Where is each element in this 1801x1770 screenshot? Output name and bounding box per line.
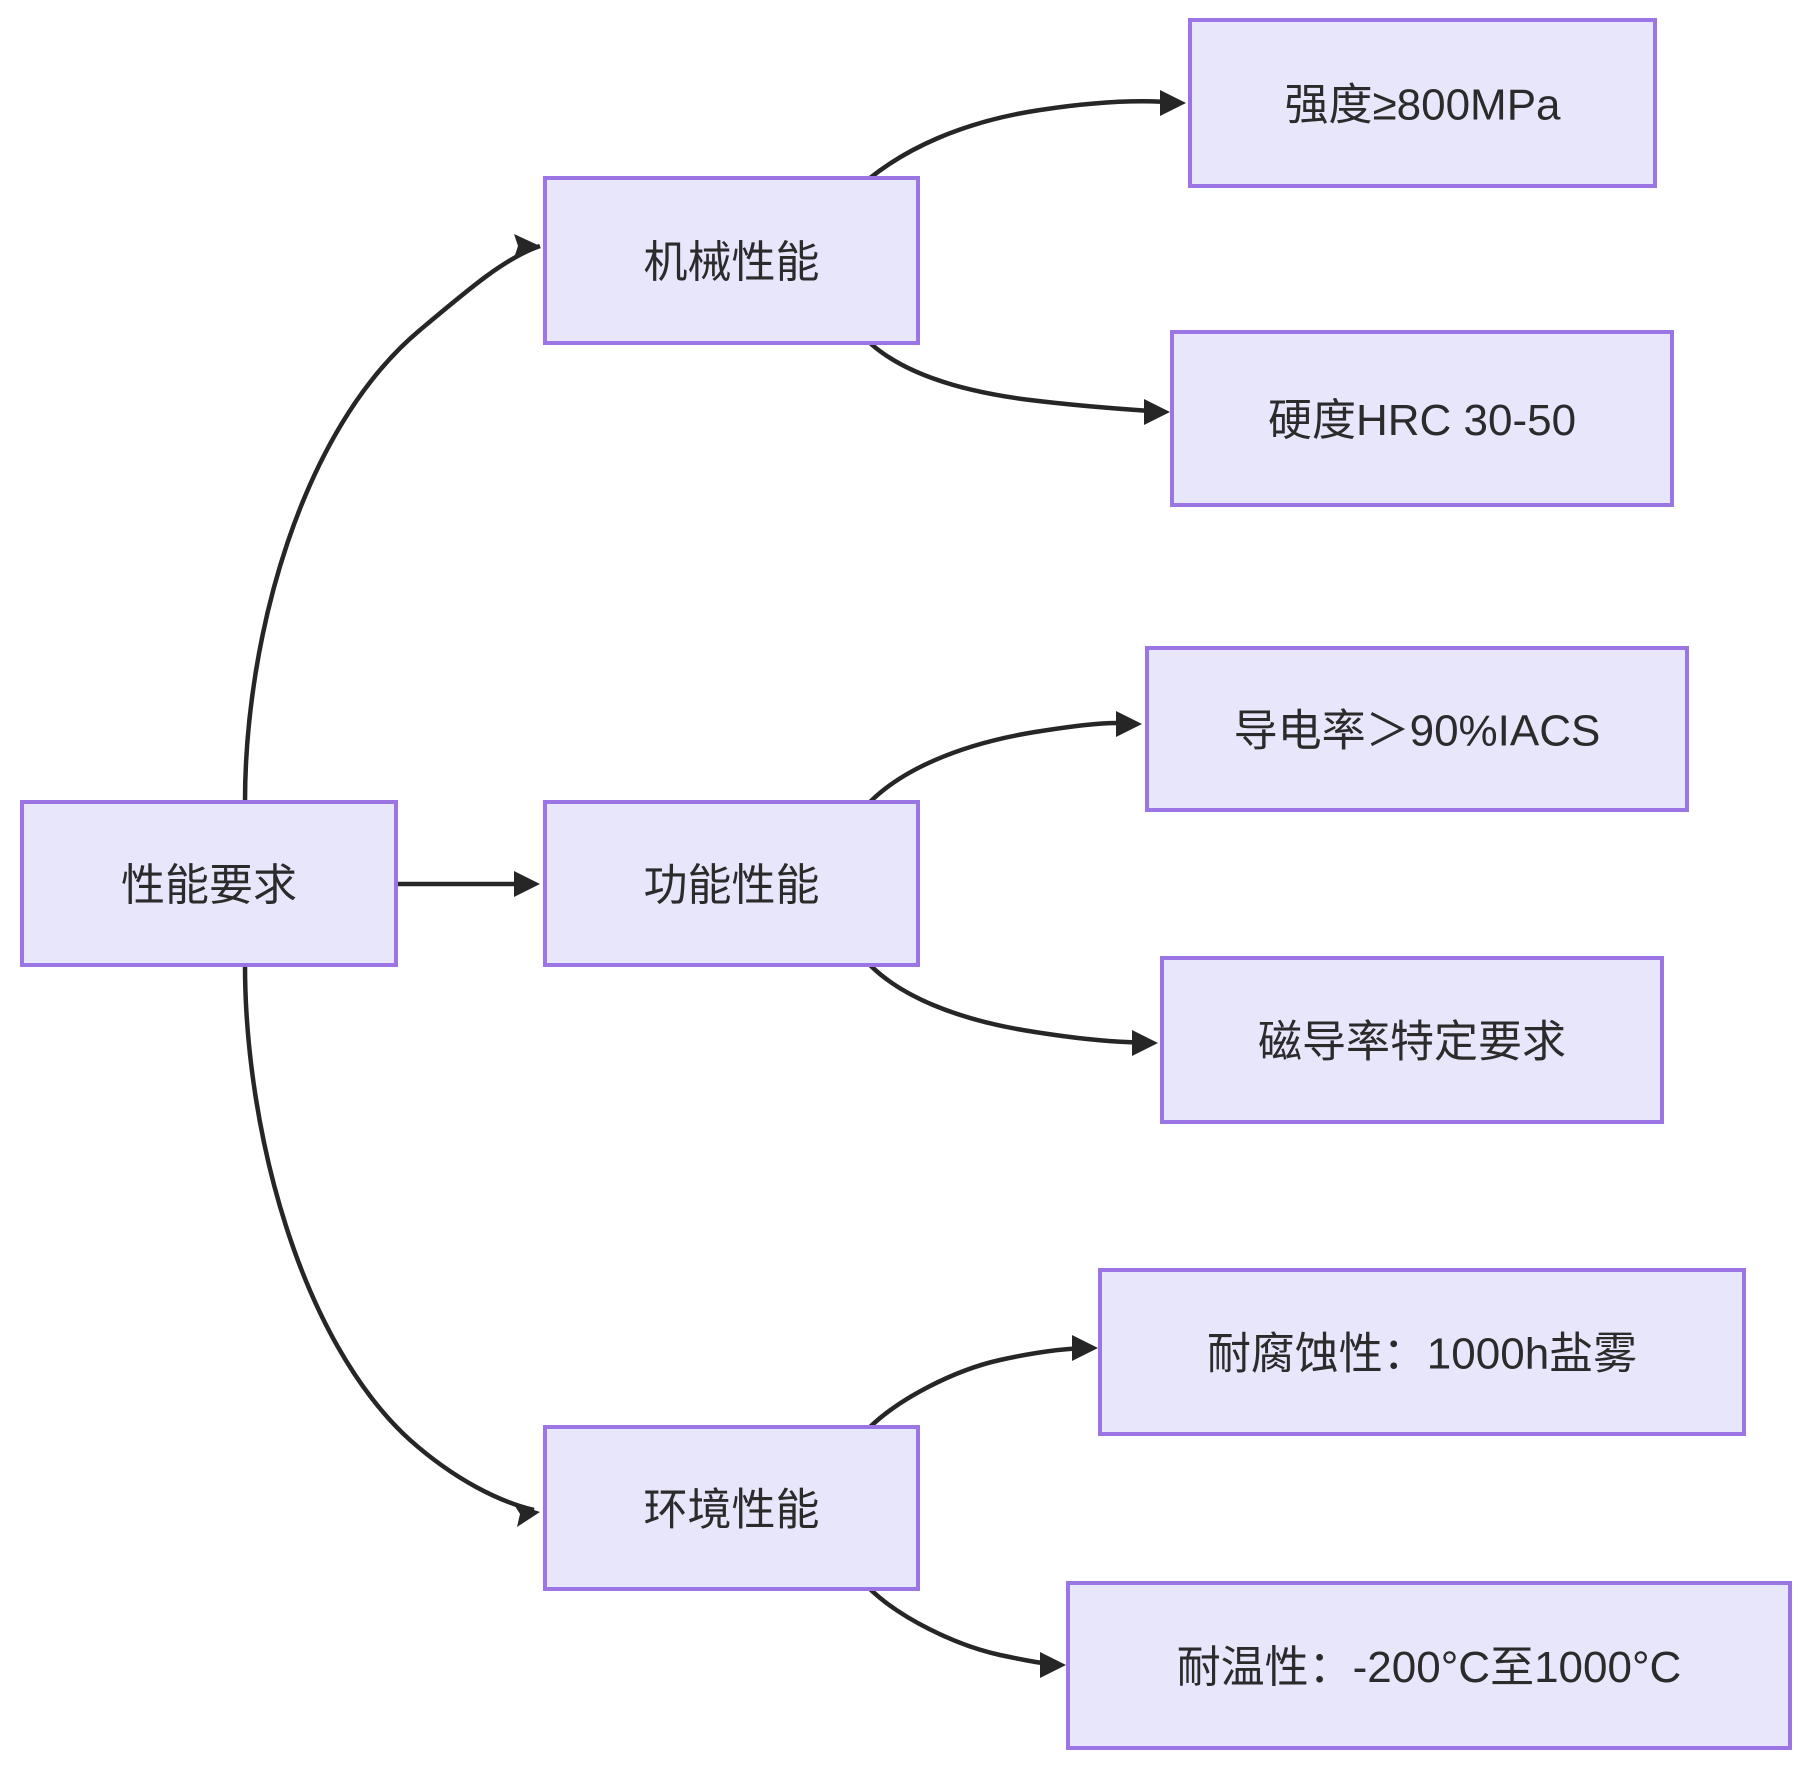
edge-line xyxy=(868,963,1153,1046)
edge-environmental-to-corrosion xyxy=(868,1335,1098,1429)
node-box[interactable] xyxy=(1145,646,1689,812)
node-temperature[interactable]: 耐温性：-200°C至1000°C xyxy=(1066,1581,1792,1750)
node-conductivity[interactable]: 导电率＞90%IACS xyxy=(1145,646,1689,812)
arrowhead-icon xyxy=(1040,1652,1066,1678)
node-box[interactable] xyxy=(1170,330,1674,507)
node-box[interactable] xyxy=(543,800,920,967)
edge-line xyxy=(868,99,1181,180)
node-label: 磁导率特定要求 xyxy=(1258,1018,1566,1067)
edge-functional-to-permeability xyxy=(868,963,1158,1056)
arrowhead-icon xyxy=(514,871,540,897)
node-corrosion[interactable]: 耐腐蚀性：1000h盐雾 xyxy=(1098,1268,1746,1436)
node-label: 耐腐蚀性：1000h盐雾 xyxy=(1207,1330,1637,1379)
arrowhead-icon xyxy=(514,234,540,258)
node-label: 机械性能 xyxy=(644,238,820,287)
arrowhead-icon xyxy=(1160,90,1186,116)
node-label: 性能要求 xyxy=(121,861,297,910)
node-label: 环境性能 xyxy=(644,1486,820,1535)
node-permeability[interactable]: 磁导率特定要求 xyxy=(1160,956,1664,1124)
node-box[interactable] xyxy=(543,176,920,345)
arrowhead-icon xyxy=(513,1503,540,1527)
edge-mechanical-to-hardness xyxy=(868,341,1170,425)
edge-environmental-to-temperature xyxy=(868,1587,1066,1678)
node-box[interactable] xyxy=(20,800,398,967)
node-label: 耐温性：-200°C至1000°C xyxy=(1177,1643,1682,1692)
edge-line xyxy=(868,720,1137,804)
node-label: 硬度HRC 30-50 xyxy=(1268,396,1576,445)
node-hardness[interactable]: 硬度HRC 30-50 xyxy=(1170,330,1674,507)
arrowhead-icon xyxy=(1132,1030,1158,1056)
node-label: 导电率＞90%IACS xyxy=(1234,707,1601,756)
node-environmental[interactable]: 环境性能 xyxy=(543,1425,920,1591)
edge-root-to-functional xyxy=(396,871,540,897)
edge-mechanical-to-strength xyxy=(868,90,1186,180)
arrowhead-icon xyxy=(1116,711,1142,737)
edge-line xyxy=(868,341,1165,415)
edge-line xyxy=(868,1587,1061,1668)
edge-line xyxy=(868,1345,1093,1429)
node-label: 强度≥800MPa xyxy=(1284,81,1561,130)
edges-layer xyxy=(242,90,1186,1678)
node-box[interactable] xyxy=(1066,1581,1792,1750)
edge-functional-to-conductivity xyxy=(868,711,1142,804)
edge-root-to-mechanical xyxy=(242,234,541,803)
node-functional[interactable]: 功能性能 xyxy=(543,800,920,967)
edge-line xyxy=(242,243,541,803)
node-label: 功能性能 xyxy=(644,861,820,910)
node-box[interactable] xyxy=(1188,18,1657,188)
arrowhead-icon xyxy=(1072,1335,1098,1361)
node-root[interactable]: 性能要求 xyxy=(20,800,398,967)
node-box[interactable] xyxy=(543,1425,920,1591)
node-box[interactable] xyxy=(1160,956,1664,1124)
node-mechanical[interactable]: 机械性能 xyxy=(543,176,920,345)
node-strength[interactable]: 强度≥800MPa xyxy=(1188,18,1657,188)
node-box[interactable] xyxy=(1098,1268,1746,1436)
edge-root-to-environmental xyxy=(242,964,540,1527)
edge-line xyxy=(242,964,535,1513)
arrowhead-icon xyxy=(1144,399,1170,425)
